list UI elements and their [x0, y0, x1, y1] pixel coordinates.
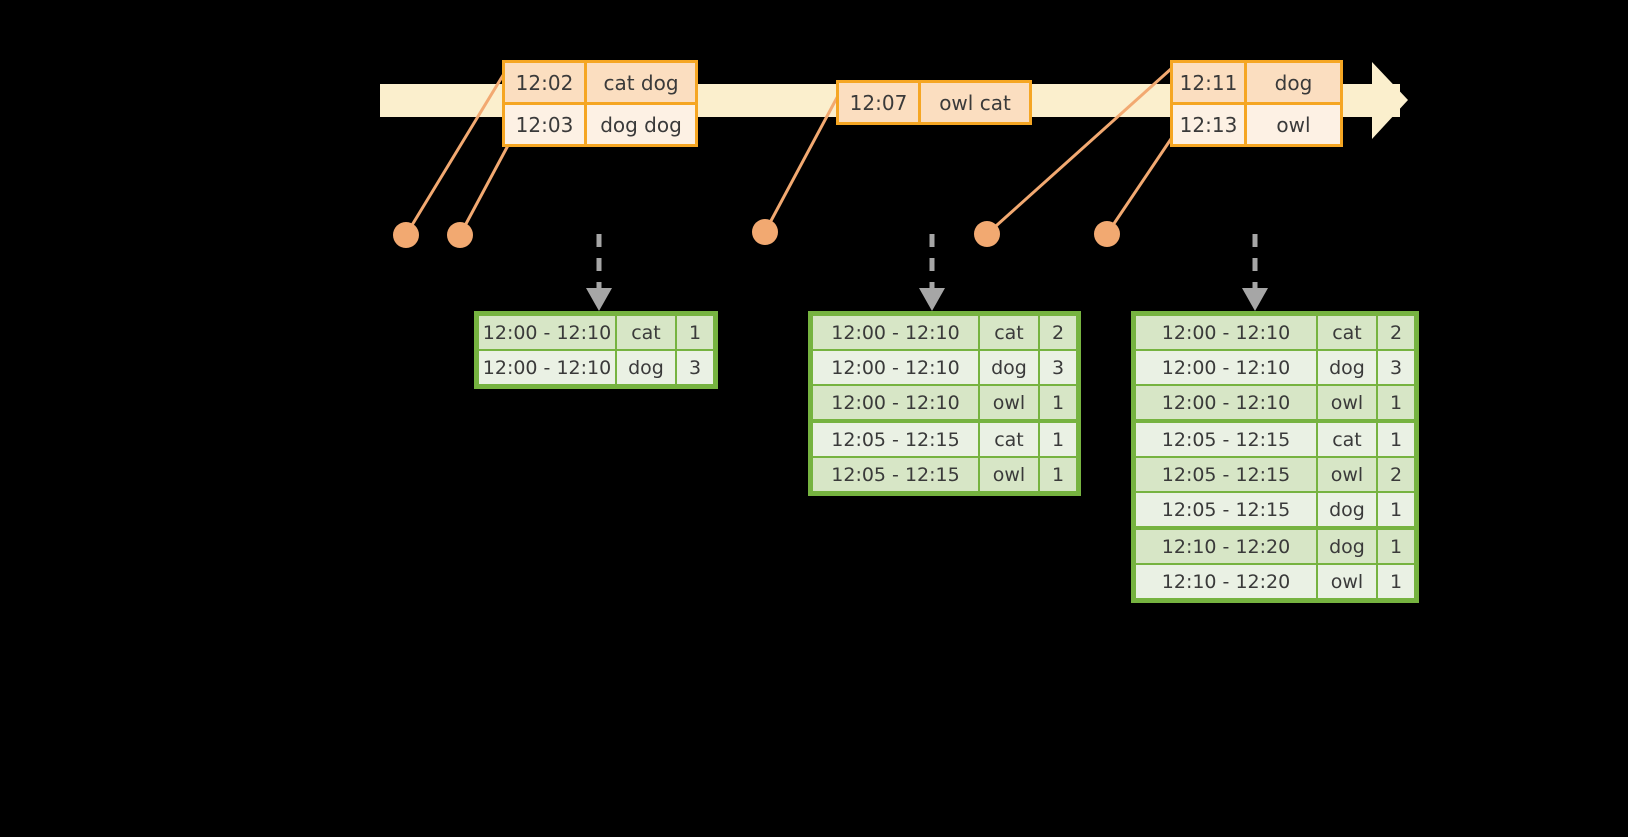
- event-row[interactable]: 12:11 dog: [1173, 63, 1340, 102]
- table-row[interactable]: 12:05 - 12:15 owl 1: [813, 458, 1076, 491]
- cell-count: 1: [1378, 386, 1414, 419]
- emit-arrowheads: [586, 288, 1268, 311]
- event-value: owl cat: [939, 90, 1011, 115]
- event-value: cat dog: [603, 70, 679, 95]
- cell-key: owl: [980, 386, 1038, 419]
- record-dot: [974, 221, 1000, 247]
- cell-key: owl: [1318, 565, 1376, 598]
- table-row[interactable]: 12:05 - 12:15 cat 1: [1136, 423, 1414, 456]
- cell-window: 12:00 - 12:10: [479, 351, 615, 384]
- cell-count: 3: [1040, 351, 1076, 384]
- event-value: dog: [1274, 70, 1313, 95]
- table-row[interactable]: 12:10 - 12:20 dog 1: [1136, 530, 1414, 563]
- record-dot: [447, 222, 473, 248]
- table-row[interactable]: 12:05 - 12:15 cat 1: [813, 423, 1076, 456]
- event-group-2[interactable]: 12:07 owl cat: [836, 80, 1032, 125]
- cell-key: owl: [1318, 386, 1376, 419]
- event-time: 12:07: [839, 83, 921, 122]
- cell-key: dog: [1318, 530, 1376, 563]
- cell-key: dog: [617, 351, 675, 384]
- cell-window: 12:00 - 12:10: [1136, 386, 1316, 419]
- result-table-2[interactable]: 12:00 - 12:10 cat 2 12:00 - 12:10 dog 3 …: [808, 311, 1081, 496]
- cell-window: 12:10 - 12:20: [1136, 530, 1316, 563]
- event-time: 12:02: [505, 63, 587, 102]
- event-time: 12:13: [1173, 105, 1247, 144]
- table-row[interactable]: 12:05 - 12:15 owl 2: [1136, 458, 1414, 491]
- cell-window: 12:00 - 12:10: [813, 386, 978, 419]
- cell-count: 1: [1378, 423, 1414, 456]
- result-table-3[interactable]: 12:00 - 12:10 cat 2 12:00 - 12:10 dog 3 …: [1131, 311, 1419, 603]
- event-row[interactable]: 12:02 cat dog: [505, 63, 695, 102]
- event-time: 12:03: [505, 105, 587, 144]
- cell-window: 12:05 - 12:15: [813, 458, 978, 491]
- cell-key: cat: [1318, 316, 1376, 349]
- cell-window: 12:05 - 12:15: [1136, 493, 1316, 526]
- event-group-1[interactable]: 12:02 cat dog 12:03 dog dog: [502, 60, 698, 147]
- cell-window: 12:10 - 12:20: [1136, 565, 1316, 598]
- cell-window: 12:05 - 12:15: [1136, 458, 1316, 491]
- cell-count: 2: [1040, 316, 1076, 349]
- record-dot: [393, 222, 419, 248]
- cell-key: dog: [1318, 493, 1376, 526]
- cell-key: dog: [1318, 351, 1376, 384]
- event-value: dog dog: [600, 112, 682, 137]
- cell-key: cat: [980, 316, 1038, 349]
- cell-count: 2: [1378, 316, 1414, 349]
- cell-count: 3: [1378, 351, 1414, 384]
- cell-key: cat: [980, 423, 1038, 456]
- cell-count: 1: [677, 316, 713, 349]
- record-dot: [1094, 221, 1120, 247]
- table-row[interactable]: 12:00 - 12:10 owl 1: [1136, 386, 1414, 419]
- record-dots: [393, 219, 1120, 248]
- table-row[interactable]: 12:00 - 12:10 cat 2: [1136, 316, 1414, 349]
- emit-arrows: [596, 234, 1258, 288]
- cell-key: cat: [617, 316, 675, 349]
- event-row[interactable]: 12:07 owl cat: [839, 83, 1029, 122]
- cell-window: 12:00 - 12:10: [813, 316, 978, 349]
- event-group-3[interactable]: 12:11 dog 12:13 owl: [1170, 60, 1343, 147]
- record-dot: [752, 219, 778, 245]
- cell-count: 1: [1040, 458, 1076, 491]
- cell-key: owl: [1318, 458, 1376, 491]
- cell-window: 12:05 - 12:15: [1136, 423, 1316, 456]
- cell-window: 12:00 - 12:10: [1136, 316, 1316, 349]
- table-row[interactable]: 12:10 - 12:20 owl 1: [1136, 565, 1414, 598]
- cell-window: 12:05 - 12:15: [813, 423, 978, 456]
- cell-key: dog: [980, 351, 1038, 384]
- cell-window: 12:00 - 12:10: [813, 351, 978, 384]
- cell-count: 1: [1378, 493, 1414, 526]
- table-row[interactable]: 12:00 - 12:10 dog 3: [479, 351, 713, 384]
- table-row[interactable]: 12:05 - 12:15 dog 1: [1136, 493, 1414, 526]
- cell-window: 12:00 - 12:10: [479, 316, 615, 349]
- event-row[interactable]: 12:03 dog dog: [505, 102, 695, 144]
- cell-window: 12:00 - 12:10: [1136, 351, 1316, 384]
- cell-count: 1: [1040, 423, 1076, 456]
- table-row[interactable]: 12:00 - 12:10 owl 1: [813, 386, 1076, 419]
- event-value: owl: [1276, 112, 1311, 137]
- table-row[interactable]: 12:00 - 12:10 cat 2: [813, 316, 1076, 349]
- result-table-1[interactable]: 12:00 - 12:10 cat 1 12:00 - 12:10 dog 3: [474, 311, 718, 389]
- table-row[interactable]: 12:00 - 12:10 dog 3: [1136, 351, 1414, 384]
- event-row[interactable]: 12:13 owl: [1173, 102, 1340, 144]
- cell-count: 1: [1378, 530, 1414, 563]
- table-row[interactable]: 12:00 - 12:10 cat 1: [479, 316, 713, 349]
- cell-count: 3: [677, 351, 713, 384]
- cell-count: 1: [1040, 386, 1076, 419]
- event-time: 12:11: [1173, 63, 1247, 102]
- table-row[interactable]: 12:00 - 12:10 dog 3: [813, 351, 1076, 384]
- cell-key: cat: [1318, 423, 1376, 456]
- cell-key: owl: [980, 458, 1038, 491]
- cell-count: 1: [1378, 565, 1414, 598]
- cell-count: 2: [1378, 458, 1414, 491]
